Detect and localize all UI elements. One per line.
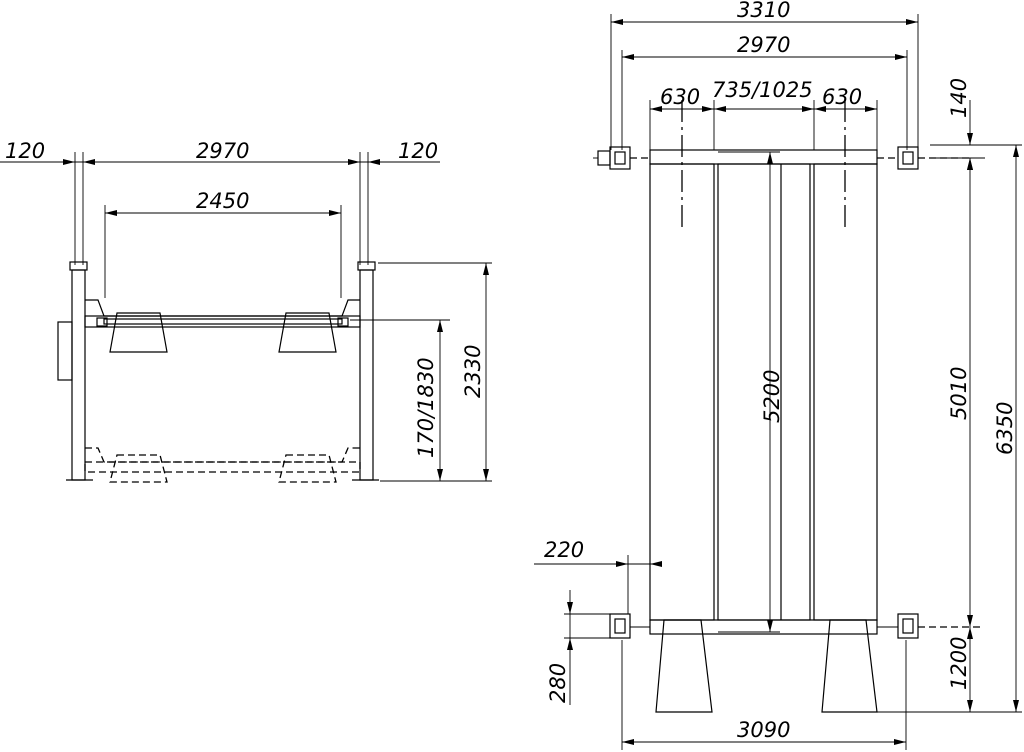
front-right-offset-label: 120: [398, 139, 438, 163]
top-ramp-offset-dimension: 280: [546, 590, 614, 705]
front-raised-platform: [84, 299, 361, 353]
top-column-span-label: 2970: [737, 33, 790, 57]
front-view: 120 2970 120 2450: [0, 139, 492, 483]
top-runway-length-label: 5200: [760, 370, 784, 423]
top-column-distance-label: 5010: [947, 367, 971, 420]
front-inner-dimension: 2450: [104, 189, 342, 298]
front-lift-height-label: 170/1830: [414, 357, 438, 458]
top-right-runway: [813, 163, 878, 621]
top-runway-left-label: 630: [660, 85, 700, 109]
top-right-bottom-column: [877, 613, 980, 639]
top-runway-right-label: 630: [822, 85, 862, 109]
top-overall-width-dimension: 3310: [611, 0, 918, 25]
top-ramp-offset-label: 280: [546, 663, 570, 703]
top-right-top-column: [877, 146, 970, 170]
front-top-dimension: 120 2970 120: [0, 139, 440, 265]
front-inner-width-label: 2450: [196, 189, 249, 213]
top-offset-dimension: 140: [930, 78, 985, 170]
top-column-span-dimension: 2970: [622, 33, 907, 60]
top-ramp-length-dimension: 1200: [877, 627, 1022, 713]
front-left-offset-label: 120: [5, 139, 45, 163]
front-vertical-dimensions: 170/1830 2330: [350, 262, 492, 482]
front-overall-width-label: 2970: [196, 139, 249, 163]
top-left-ramp: [655, 619, 713, 713]
top-overall-length-label: 6350: [993, 402, 1017, 455]
top-offset-label: 140: [947, 78, 971, 118]
front-right-column: [352, 261, 379, 481]
front-left-column: [57, 261, 93, 481]
top-column-offset-dimension: 220: [534, 538, 662, 614]
top-runway-gap-label: 735/1025: [712, 78, 813, 102]
top-bottom-width-label: 3090: [737, 718, 790, 742]
top-column-offset-label: 220: [544, 538, 584, 562]
top-view: 3310 2970 630 735/1025 630 14: [534, 0, 1022, 750]
front-lowered-platform: [84, 447, 361, 483]
top-left-top-column: [593, 146, 650, 170]
top-ramp-length-label: 1200: [947, 637, 971, 690]
top-runway-length-dimension: 5200: [718, 151, 784, 633]
top-bottom-width-dimension: 3090: [621, 640, 907, 750]
front-total-height-label: 2330: [461, 345, 485, 398]
top-overall-length-dimension: 6350: [930, 144, 1022, 712]
top-column-distance-dimension: 5010: [947, 158, 973, 627]
top-left-bottom-column: [609, 613, 650, 639]
top-left-runway: [649, 163, 715, 621]
top-overall-width-label: 3310: [737, 0, 790, 22]
top-runway-dimension: 630 735/1025 630: [650, 78, 877, 112]
